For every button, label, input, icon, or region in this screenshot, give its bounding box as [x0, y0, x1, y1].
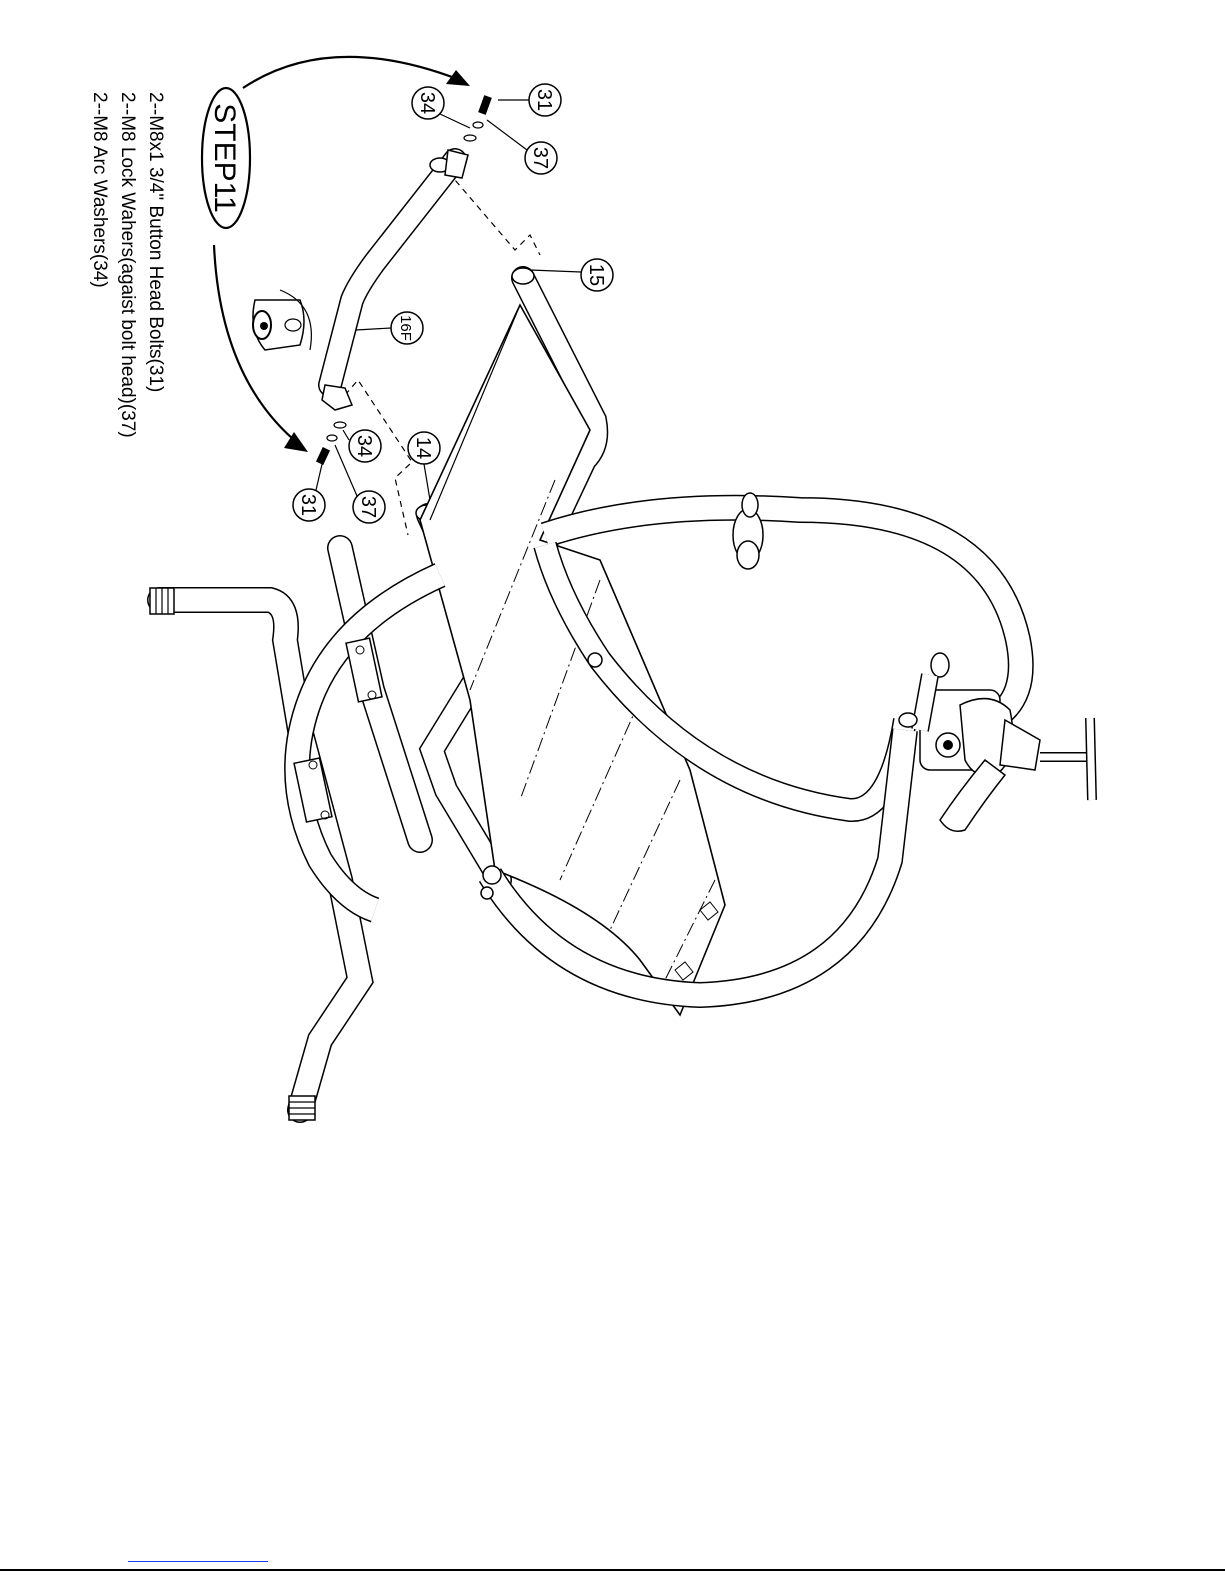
assembly-line-top [455, 160, 540, 255]
base-legs [150, 548, 440, 1120]
callout-bottom-arc-washer-34: 34 [353, 435, 375, 457]
arrow-top [243, 57, 460, 88]
top-bolt [478, 95, 492, 115]
seat-fabric [420, 305, 725, 1015]
page-bottom-rule [0, 1569, 1225, 1571]
part-16f-handle [253, 150, 468, 410]
bottom-arc-washer [334, 422, 346, 428]
hardware-item-arc-washers: 2--M8 Arc Washers(34) [89, 92, 110, 288]
hardware-list: 2--M8x1 3/4" Button Head Bolts(31) 2--M8… [89, 92, 166, 438]
callout-part-15: 15 [585, 264, 607, 286]
callout-part-16f: 16F [397, 315, 414, 341]
top-lock-washer [473, 122, 483, 128]
callout-bottom-bolt-31: 31 [297, 494, 319, 516]
callout-part-14: 14 [412, 437, 434, 459]
arrow-top-head [446, 70, 470, 86]
bottom-lock-washer [327, 435, 337, 441]
hardware-item-bolts: 2--M8x1 3/4" Button Head Bolts(31) [145, 92, 166, 392]
link-underline [128, 1561, 268, 1562]
bottom-bolt [316, 447, 330, 465]
seat-frame [416, 268, 725, 1015]
callout-bottom-lock-washer-37: 37 [357, 496, 379, 518]
hardware-item-lock-washers: 2--M8 Lock Wahers(agaist bolt head)(37) [117, 92, 138, 438]
callout-top-bolt-31: 31 [533, 89, 555, 111]
callout-top-arc-washer-34: 34 [416, 92, 438, 114]
top-arc-washer [464, 135, 476, 141]
step-header: STEP11 [202, 88, 250, 228]
step-title: STEP11 [208, 103, 241, 213]
pivot-mechanism [899, 653, 1095, 831]
callout-top-lock-washer-37: 37 [529, 147, 551, 169]
